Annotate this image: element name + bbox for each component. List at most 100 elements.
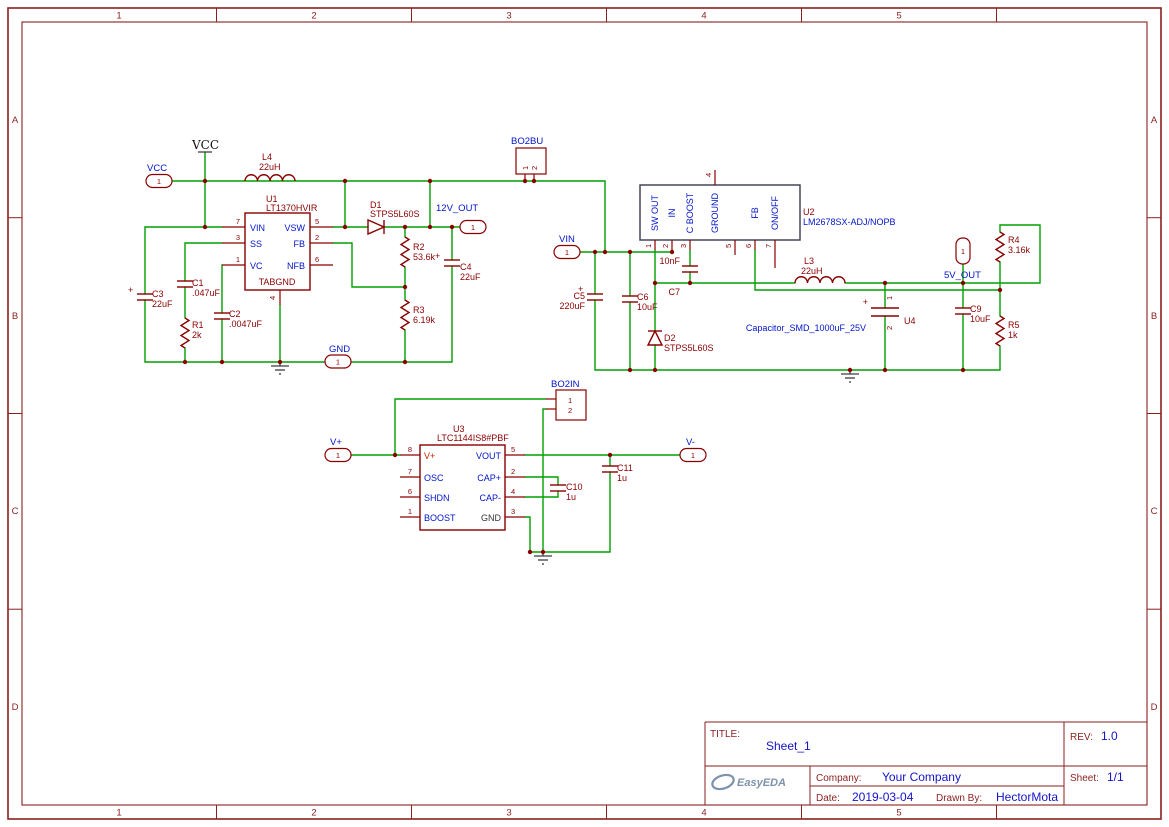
value-label[interactable]: 10uF <box>970 314 991 324</box>
port-pin-number: 1 <box>691 451 695 460</box>
connector-bo2bu[interactable]: 1 2 BO2BU <box>511 136 547 181</box>
port-5v-out[interactable]: 1 5V_OUT <box>944 237 981 281</box>
value-label[interactable]: LT1370HVIR <box>266 203 318 213</box>
ref-label[interactable]: R1 <box>192 320 204 330</box>
port-label[interactable]: 5V_OUT <box>944 270 981 281</box>
port-gnd[interactable]: 1 GND <box>324 344 352 369</box>
component-r3[interactable]: R3 6.19k <box>399 299 436 331</box>
ref-label[interactable]: D1 <box>370 200 382 210</box>
component-l3[interactable]: L3 22uH <box>794 256 846 284</box>
component-c4[interactable]: + C4 22uF <box>435 251 481 282</box>
port-label[interactable]: 12V_OUT <box>436 203 478 214</box>
component-c3[interactable]: + C3 22uF <box>128 285 173 309</box>
port-label[interactable]: GND <box>329 344 350 355</box>
ref-label[interactable]: C11 <box>617 463 633 473</box>
component-c11[interactable]: C11 1u <box>602 463 633 483</box>
port-12v-out[interactable]: 1 12V_OUT <box>436 203 487 235</box>
value-label[interactable]: Capacitor_SMD_1000uF_25V <box>746 323 866 333</box>
value-label[interactable]: 22uH <box>801 266 823 276</box>
ref-label[interactable]: C2 <box>229 309 241 319</box>
value-label[interactable]: 53.6k <box>413 252 436 262</box>
ref-label[interactable]: C6 <box>637 292 649 302</box>
ref-label[interactable]: R4 <box>1008 235 1020 245</box>
ref-label[interactable]: R2 <box>413 242 425 252</box>
value-label[interactable]: 2k <box>192 330 202 340</box>
net-flag-vcc[interactable]: VCC <box>191 138 219 153</box>
ref-label[interactable]: L4 <box>262 152 272 162</box>
value-label[interactable]: 3.16k <box>1008 245 1031 255</box>
component-c1[interactable]: C1 .047uF <box>177 278 221 298</box>
value-label[interactable]: LM2678SX-ADJ/NOPB <box>803 217 896 227</box>
component-r2[interactable]: R2 53.6k <box>399 236 436 268</box>
ref-label[interactable]: C3 <box>152 289 164 299</box>
component-r4[interactable]: R4 3.16k <box>994 231 1031 263</box>
value-label[interactable]: STPS5L60S <box>664 343 714 353</box>
component-c2[interactable]: C2 .0047uF <box>214 309 263 329</box>
component-c7[interactable]: 10nF C7 <box>659 256 698 297</box>
component-l4[interactable]: L4 22uH <box>244 152 296 182</box>
ref-label[interactable]: C4 <box>460 262 472 272</box>
wires[interactable] <box>144 151 1041 553</box>
component-d1[interactable]: D1 STPS5L60S <box>367 200 420 236</box>
sheet-frame: 1 2 3 4 5 1 2 3 4 5 A B C D A B C D <box>7 7 1162 820</box>
net-flag-vcc-label[interactable]: VCC <box>191 138 219 152</box>
port-label[interactable]: V+ <box>330 437 342 448</box>
value-label[interactable]: 10uF <box>637 302 658 312</box>
port-vcc[interactable]: 1 VCC <box>145 163 173 189</box>
port-label[interactable]: VCC <box>147 163 167 174</box>
port-label[interactable]: V- <box>686 437 695 448</box>
port-label[interactable]: VIN <box>559 234 575 245</box>
value-label[interactable]: 220uF <box>559 301 585 311</box>
value-label[interactable]: 22uH <box>259 162 281 172</box>
ref-label[interactable]: R3 <box>413 305 425 315</box>
ref-label[interactable]: U4 <box>904 316 916 326</box>
ref-label[interactable]: D2 <box>664 333 676 343</box>
pin-name: SW OUT <box>650 195 660 231</box>
component-c9[interactable]: C9 10uF <box>955 304 991 324</box>
connector-label[interactable]: BO2IN <box>551 379 580 390</box>
svg-text:3: 3 <box>506 808 511 819</box>
value-label[interactable]: 22uF <box>152 299 173 309</box>
ref-label[interactable]: C10 <box>566 482 583 492</box>
ref-label[interactable]: R5 <box>1008 320 1020 330</box>
value-label[interactable]: 1u <box>617 473 627 483</box>
port-v-minus[interactable]: 1 V- <box>679 437 707 463</box>
value-label[interactable]: 10nF <box>659 256 680 266</box>
pin-number: 1 <box>644 244 653 248</box>
value-label[interactable]: 22uF <box>460 272 481 282</box>
ref-label[interactable]: C9 <box>970 304 982 314</box>
value-label[interactable]: LTC1144IS8#PBF <box>437 433 509 443</box>
ref-label[interactable]: L3 <box>804 256 814 266</box>
value-label[interactable]: 1k <box>1008 330 1018 340</box>
ref-label[interactable]: C5 <box>573 291 585 301</box>
component-c5[interactable]: + C5 220uF <box>559 284 603 311</box>
component-c10[interactable]: C10 1u <box>550 482 583 502</box>
pin-number: 1 <box>236 255 240 264</box>
ref-label[interactable]: C1 <box>192 278 204 288</box>
connector-bo2in[interactable]: 1 2 BO2IN <box>546 379 587 421</box>
port-vin[interactable]: 1 VIN <box>553 234 581 260</box>
component-c6[interactable]: C6 10uF <box>622 292 658 312</box>
ref-label[interactable]: U2 <box>803 207 815 217</box>
value-label[interactable]: 6.19k <box>413 315 436 325</box>
component-u3[interactable]: U3 LTC1144IS8#PBF 8 7 6 1 5 2 4 3 V+ OSC… <box>400 424 525 531</box>
component-r5[interactable]: R5 1k <box>994 315 1020 347</box>
component-r1[interactable]: R1 2k <box>179 317 204 349</box>
component-u4[interactable]: + 1 2 U4 Capacitor_SMD_1000uF_25V <box>746 296 916 333</box>
value-label[interactable]: .047uF <box>192 288 221 298</box>
component-d2[interactable]: D2 STPS5L60S <box>646 329 714 353</box>
ref-label[interactable]: C7 <box>668 287 680 297</box>
port-pin-number: 1 <box>336 358 340 367</box>
ref-label[interactable]: U1 <box>266 194 278 204</box>
pin-number: 2 <box>568 406 572 415</box>
port-v-plus[interactable]: 1 V+ <box>324 437 352 463</box>
connector-label[interactable]: BO2BU <box>511 136 543 147</box>
value-label[interactable]: .0047uF <box>229 319 263 329</box>
value-label[interactable]: 1u <box>566 492 576 502</box>
component-u2[interactable]: SW OUT IN C BOOST GROUND FB ON/OFF 1 2 3… <box>639 170 896 268</box>
ref-label[interactable]: U3 <box>453 424 465 434</box>
value-label[interactable]: STPS5L60S <box>370 209 420 219</box>
pin-name: TABGND <box>259 277 296 287</box>
component-u1[interactable]: U1 LT1370HVIR 7 3 1 5 2 6 VIN SS VC VSW … <box>222 194 333 305</box>
